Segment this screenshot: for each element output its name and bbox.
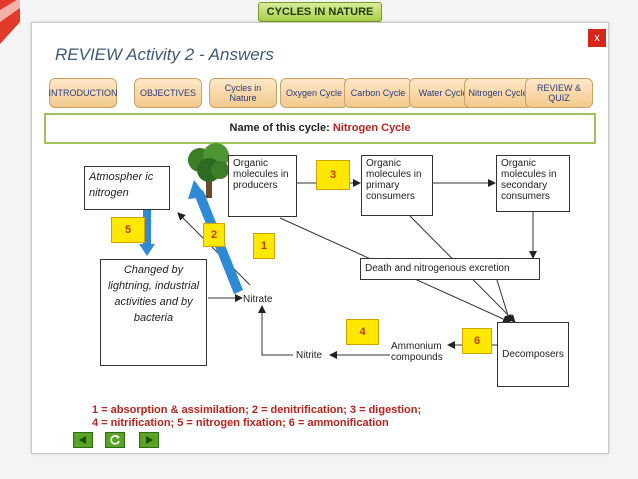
primary-consumers-box: Organic molecules in primary consumers: [361, 155, 433, 216]
arrowhead-1: [188, 180, 207, 199]
arrow-nitrate-to-atmosphere: [177, 212, 251, 286]
tab-label: Carbon Cycle: [350, 88, 406, 98]
changed-by-box: Changed by lightning, industrial activit…: [100, 259, 207, 366]
number-1-box: 1: [253, 233, 275, 259]
arrow-fixation-shaft: [143, 210, 151, 246]
corner-decoration: [0, 0, 20, 44]
nitrite-label: Nitrite: [296, 350, 323, 361]
secondary-consumers-label: Organic molecules in secondary consumers: [501, 158, 557, 202]
tab-carbon-cycle[interactable]: Carbon Cycle: [344, 78, 412, 108]
next-button[interactable]: [139, 432, 159, 448]
tab-introduction[interactable]: INTRODUCTION: [48, 78, 118, 108]
cycle-name-value: Nitrogen Cycle: [332, 122, 411, 134]
page-title: REVIEW Activity 2 - Answers: [55, 45, 274, 64]
number-4-box: 4: [346, 319, 379, 345]
primary-consumers-label: Organic molecules in primary consumers: [366, 158, 422, 202]
return-icon: [110, 435, 120, 445]
tab-label: Oxygen Cycle: [285, 88, 343, 98]
header-banner: CYCLES IN NATURE: [258, 2, 382, 22]
cycle-name-box: Name of this cycle: Nitrogen Cycle: [44, 113, 596, 144]
atmospheric-nitrogen-box: Atmospher ic nitrogen: [84, 166, 170, 210]
producers-box: Organic molecules in producers: [228, 155, 297, 217]
atmospheric-nitrogen-label: Atmospher ic nitrogen: [89, 171, 154, 199]
death-excretion-box: Death and nitrogenous excretion: [360, 258, 540, 280]
legend-line-1: 1 = absorption & assimilation; 2 = denit…: [92, 404, 422, 416]
arrow-right-icon: [146, 436, 153, 444]
arrowhead-5: [139, 244, 155, 256]
decomposers-label: Decomposers: [502, 349, 564, 360]
number-3-box: 3: [316, 160, 350, 190]
arrow-death-to-decomposers: [496, 279, 512, 323]
tab-nitrogen-cycle[interactable]: Nitrogen Cycle: [464, 78, 532, 108]
tab-review-quiz[interactable]: REVIEW & QUIZ: [525, 78, 593, 108]
return-button[interactable]: [105, 432, 125, 448]
secondary-consumers-box: Organic molecules in secondary consumers: [496, 155, 570, 212]
number-2-box: 2: [203, 223, 225, 247]
tab-objectives[interactable]: OBJECTIVES: [134, 78, 202, 108]
tree-icon: [188, 143, 229, 198]
arrow-nitrite-to-nitrate: [258, 305, 293, 356]
tab-oxygen-cycle[interactable]: Oxygen Cycle: [280, 78, 348, 108]
legend-line-2: 4 = nitrification; 5 = nitrogen fixation…: [92, 417, 389, 429]
previous-button[interactable]: [73, 432, 93, 448]
number-6-box: 6: [462, 328, 492, 354]
tab-label: Water Cycle: [418, 88, 468, 98]
number-5-box: 5: [111, 217, 145, 243]
death-excretion-label: Death and nitrogenous excretion: [365, 263, 510, 274]
tab-label: REVIEW & QUIZ: [536, 83, 581, 103]
tab-label: Cycles in Nature: [224, 83, 262, 103]
tab-label: INTRODUCTION: [48, 88, 118, 98]
cycle-name-label: Name of this cycle:: [229, 122, 330, 134]
ammonium-label: Ammonium compounds: [391, 341, 443, 363]
changed-by-label: Changed by lightning, industrial activit…: [107, 264, 200, 324]
cycle-name-row: Name of this cycle: Nitrogen Cycle: [46, 115, 594, 142]
nitrate-label: Nitrate: [243, 294, 273, 305]
tab-cycles-in-nature[interactable]: Cycles in Nature: [209, 78, 277, 108]
decomposers-box: Decomposers: [497, 322, 569, 387]
arrow-left-icon: [79, 436, 86, 444]
producers-label: Organic molecules in producers: [233, 158, 289, 191]
tab-label: Nitrogen Cycle: [468, 88, 528, 98]
tab-label: OBJECTIVES: [139, 88, 196, 98]
close-button[interactable]: x: [588, 29, 606, 47]
